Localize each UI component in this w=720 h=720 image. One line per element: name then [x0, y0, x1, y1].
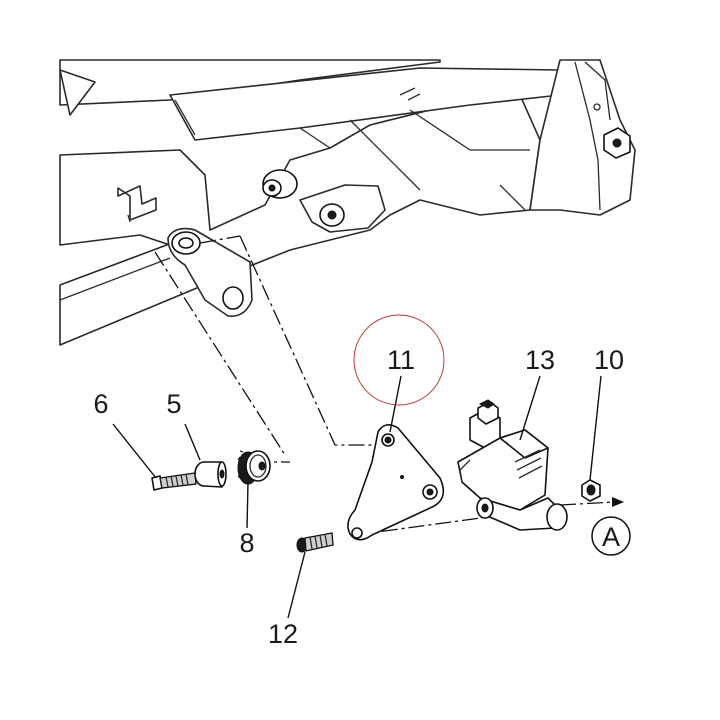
part-12-bolt: [296, 532, 334, 553]
part-6-bolt: [151, 472, 197, 491]
part-5-spacer: [194, 461, 227, 488]
callout-5: 5: [166, 389, 181, 419]
part-8-grommet: [237, 450, 271, 485]
callout-10: 10: [594, 345, 624, 375]
view-a-label: A: [602, 522, 620, 552]
motorcycle-frame: [59, 59, 636, 346]
callout-8: 8: [239, 528, 254, 558]
frame-mounting-lug: [167, 227, 253, 317]
frame-mount-boss: [262, 169, 386, 233]
arrow-head: [612, 497, 624, 507]
callout-11: 11: [387, 345, 415, 375]
callout-12: 12: [268, 619, 298, 649]
leader-lines: [112, 375, 602, 619]
assembly-lines: [154, 235, 624, 536]
part-10-nut: [581, 479, 601, 502]
part-11-bracket: [347, 424, 445, 541]
view-a-marker: A: [591, 516, 631, 556]
callout-labels: 6 5 8 11 13 10 12: [93, 345, 624, 649]
highlight-circle: [353, 314, 445, 406]
callout-13: 13: [525, 345, 555, 375]
callout-6: 6: [93, 389, 108, 419]
frame-nut: [603, 127, 631, 159]
part-13-ignition-coil: [457, 399, 568, 531]
